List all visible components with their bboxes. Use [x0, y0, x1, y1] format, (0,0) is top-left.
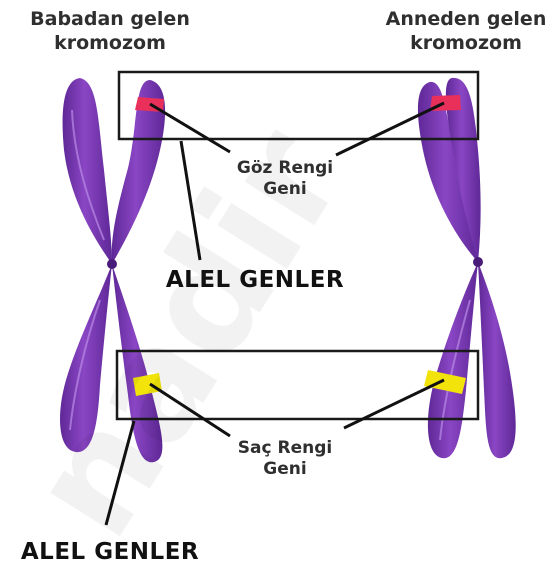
allele-genes-upper-text: ALEL GENLER [140, 266, 370, 295]
allele-genes-lower-text: ALEL GENLER [0, 538, 220, 567]
chromatid-lower-left [428, 262, 478, 458]
hair-color-gene-label-line1: Saç Rengi [200, 438, 370, 459]
mother-chromosome [418, 78, 516, 458]
father-chromosome-label: Babadan gelen kromozom [0, 8, 220, 56]
father-chromosome-label-line1: Babadan gelen [0, 8, 220, 32]
eye-color-gene-label: Göz Rengi Geni [200, 158, 370, 201]
allele-genes-label-lower: ALEL GENLER [0, 538, 220, 567]
mother-chromosome-label: Anneden gelen kromozom [372, 8, 560, 56]
centromere [473, 257, 483, 267]
eye-color-gene-label-line1: Göz Rengi [200, 158, 370, 179]
allele-genes-label-upper: ALEL GENLER [140, 266, 370, 295]
chromatid-lower-right [478, 262, 516, 458]
hair-color-gene-label: Saç Rengi Geni [200, 438, 370, 481]
centromere [107, 259, 117, 269]
father-chromosome-label-line2: kromozom [0, 32, 220, 56]
eye-color-gene-label-line2: Geni [200, 179, 370, 200]
mother-chromosome-label-line2: kromozom [372, 32, 560, 56]
hair-color-gene-label-line2: Geni [200, 459, 370, 480]
chromatid-upper-left [63, 78, 112, 264]
mother-chromosome-label-line1: Anneden gelen [372, 8, 560, 32]
